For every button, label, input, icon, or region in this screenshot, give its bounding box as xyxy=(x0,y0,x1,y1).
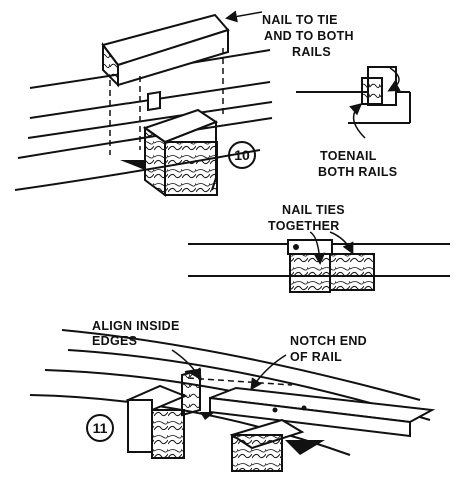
label-nail-to-tie-line1: NAIL TO TIE xyxy=(262,13,338,27)
rail-piece xyxy=(209,386,436,438)
label-toenail-line2: BOTH RAILS xyxy=(318,165,397,179)
label-notch-line2: OF RAIL xyxy=(290,350,342,364)
figure-number-11: 11 xyxy=(93,420,108,436)
figure-11 xyxy=(29,329,436,472)
label-nail-ties-line2: TOGETHER xyxy=(268,219,340,233)
figure-10 xyxy=(14,13,273,197)
rail-line xyxy=(61,329,421,401)
tie-block xyxy=(142,108,219,197)
figure-number-circle xyxy=(86,414,114,442)
nail-ties-detail xyxy=(188,231,450,293)
right-tie-block xyxy=(229,418,305,472)
nailer-block xyxy=(101,13,230,88)
rail-line xyxy=(17,117,273,159)
rail-joint xyxy=(147,90,161,112)
figure-number-circle xyxy=(228,141,256,169)
rail-line xyxy=(14,149,261,191)
label-align-line1: ALIGN INSIDE xyxy=(92,319,180,333)
section-detail xyxy=(296,66,411,139)
label-toenail-line1: TOENAIL xyxy=(320,149,377,163)
left-tie-block xyxy=(125,384,188,459)
rail-end xyxy=(181,368,201,417)
label-nail-to-tie-line2: AND TO BOTH xyxy=(264,29,354,43)
label-notch-line1: NOTCH END xyxy=(290,334,367,348)
label-nail-ties-line1: NAIL TIES xyxy=(282,203,345,217)
rail-line xyxy=(27,101,273,139)
label-nail-to-tie-line3: RAILS xyxy=(292,45,331,59)
figure-number-10: 10 xyxy=(234,147,250,163)
